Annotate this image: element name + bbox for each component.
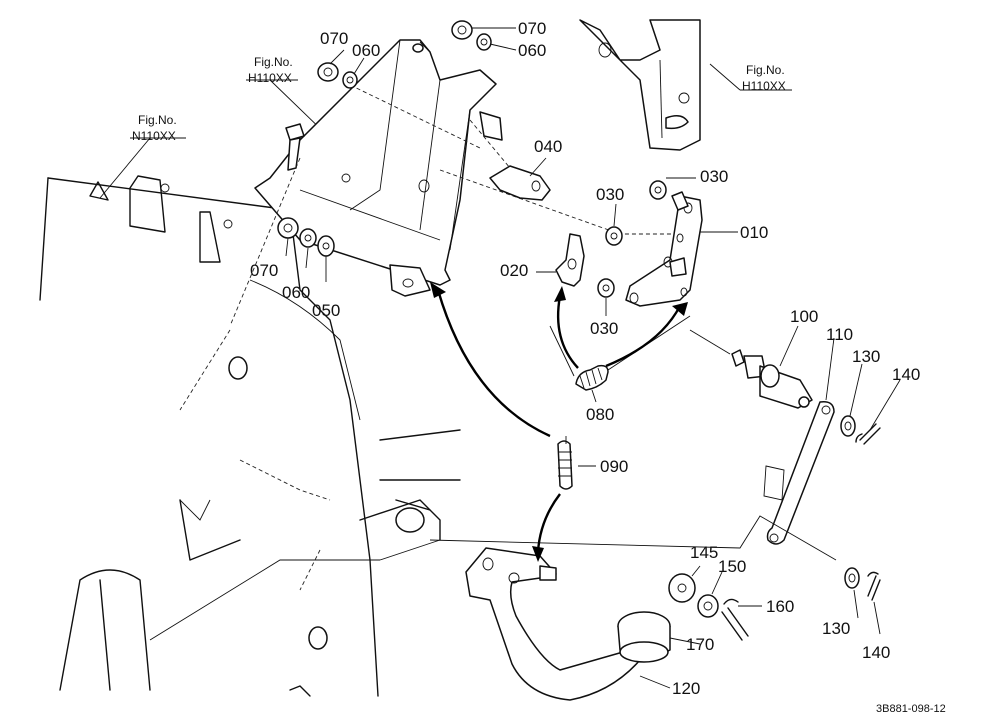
label-070-c: 070 — [250, 261, 278, 280]
cotter-pin-160 — [721, 598, 749, 641]
part-080-spring — [549, 315, 691, 391]
part-110-link — [763, 400, 835, 545]
label-120: 120 — [672, 679, 700, 698]
nut-washer-set-lower-left — [277, 217, 335, 257]
label-060-b: 060 — [518, 41, 546, 60]
washers-030 — [597, 180, 667, 298]
washer-130-upper — [840, 415, 856, 437]
label-070-a: 070 — [320, 29, 348, 48]
tractor-frame-outline — [39, 175, 461, 697]
label-leaders — [285, 27, 901, 689]
installation-arrows — [430, 282, 688, 562]
label-070-b: 070 — [518, 19, 546, 38]
label-130-a: 130 — [852, 347, 880, 366]
label-110: 110 — [826, 325, 853, 344]
part-020-arm — [555, 233, 585, 287]
label-140-a: 140 — [892, 365, 920, 384]
label-100: 100 — [790, 307, 818, 326]
figure-ref-n110xx-line1: Fig.No. — [138, 113, 177, 127]
part-040-cam — [489, 165, 551, 201]
label-030-a: 030 — [596, 185, 624, 204]
drawing-code: 3B881-098-12 — [876, 703, 946, 715]
label-030-c: 030 — [590, 319, 618, 338]
part-010-plate — [625, 191, 703, 307]
label-030-b: 030 — [700, 167, 728, 186]
pedal-bracket — [254, 39, 503, 297]
washer-150 — [697, 594, 719, 618]
washer-145 — [668, 573, 696, 603]
part-090-spring — [557, 436, 573, 490]
part-100-pin — [689, 329, 813, 409]
part-170-pad — [617, 611, 671, 663]
label-080: 080 — [586, 405, 614, 424]
label-160: 160 — [766, 597, 794, 616]
cotter-pin-140-lower — [867, 571, 881, 601]
figure-ref-h110xx-right-line1: Fig.No. — [746, 63, 785, 77]
bolt — [285, 123, 305, 171]
label-020: 020 — [500, 261, 528, 280]
nut-washer-set-top — [451, 20, 492, 51]
nut-washer-set-upper-left — [317, 62, 358, 89]
label-060-a: 060 — [352, 41, 380, 60]
label-010: 010 — [740, 223, 768, 242]
upper-frame-bracket — [579, 19, 701, 151]
label-050: 050 — [312, 301, 340, 320]
label-150: 150 — [718, 557, 746, 576]
label-060-c: 060 — [282, 283, 310, 302]
washer-130-lower — [844, 567, 860, 589]
figure-ref-h110xx-left-line2: H110XX — [248, 71, 292, 85]
label-140-b: 140 — [862, 643, 890, 662]
label-145: 145 — [690, 543, 718, 562]
label-130-b: 130 — [822, 619, 850, 638]
label-090: 090 — [600, 457, 628, 476]
figure-ref-h110xx-right-line2: H110XX — [742, 79, 786, 93]
label-170: 170 — [686, 635, 714, 654]
figure-ref-h110xx-left-line1: Fig.No. — [254, 55, 293, 69]
cotter-pin-140-upper — [855, 423, 881, 445]
label-040: 040 — [534, 137, 562, 156]
figure-ref-n110xx-line2: N110XX — [132, 129, 176, 143]
